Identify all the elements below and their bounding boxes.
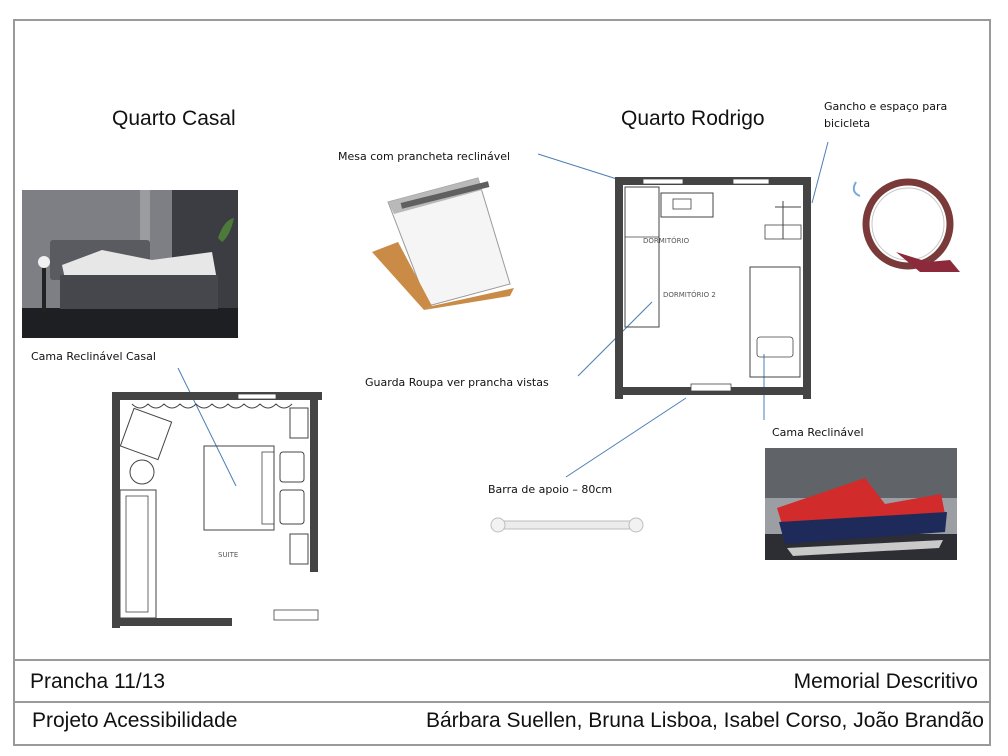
footer-divider-middle: [13, 701, 991, 703]
caption-barra-apoio: Barra de apoio – 80cm: [488, 483, 613, 496]
caption-gancho-bicicleta: Gancho e espaço para bicicleta: [824, 100, 948, 130]
caption-mesa-prancheta: Mesa com prancheta reclinável: [338, 150, 511, 163]
photo-gancho-bicicleta: [852, 178, 960, 272]
plan-rodrigo-label-1: DORMITÓRIO: [643, 236, 690, 245]
plan-quarto-rodrigo: DORMITÓRIO DORMITÓRIO 2: [615, 177, 811, 399]
photo-cama-reclinavel: [765, 448, 957, 560]
caption-guarda-roupa: Guarda Roupa ver prancha vistas: [365, 376, 549, 389]
footer-divider-top: [13, 659, 991, 661]
sheet-frame: [13, 19, 991, 746]
leader-barra: [565, 397, 687, 478]
title-quarto-rodrigo: Quarto Rodrigo: [621, 107, 765, 130]
footer-sheet-number: Prancha 11/13: [30, 670, 166, 693]
leader-cama-casal: [177, 367, 237, 487]
photo-cama-casal: [22, 190, 238, 338]
leader-mesa: [537, 153, 621, 181]
leader-gancho: [811, 141, 829, 204]
caption-cama-casal: Cama Reclinável Casal: [31, 350, 156, 363]
caption-cama-reclinavel: Cama Reclinável: [772, 426, 864, 439]
title-quarto-casal: Quarto Casal: [112, 107, 236, 130]
plan-rodrigo-label-2: DORMITÓRIO 2: [663, 290, 716, 299]
footer-project-name: Projeto Acessibilidade: [32, 709, 238, 732]
footer-document-title: Memorial Descritivo: [793, 670, 978, 693]
photo-barra-apoio: [490, 517, 644, 533]
plan-quarto-casal: SUITE: [112, 392, 322, 628]
footer-authors: Bárbara Suellen, Bruna Lisboa, Isabel Co…: [425, 709, 984, 732]
photo-mesa-prancheta: [372, 177, 514, 310]
plan-casal-label: SUITE: [218, 551, 238, 559]
